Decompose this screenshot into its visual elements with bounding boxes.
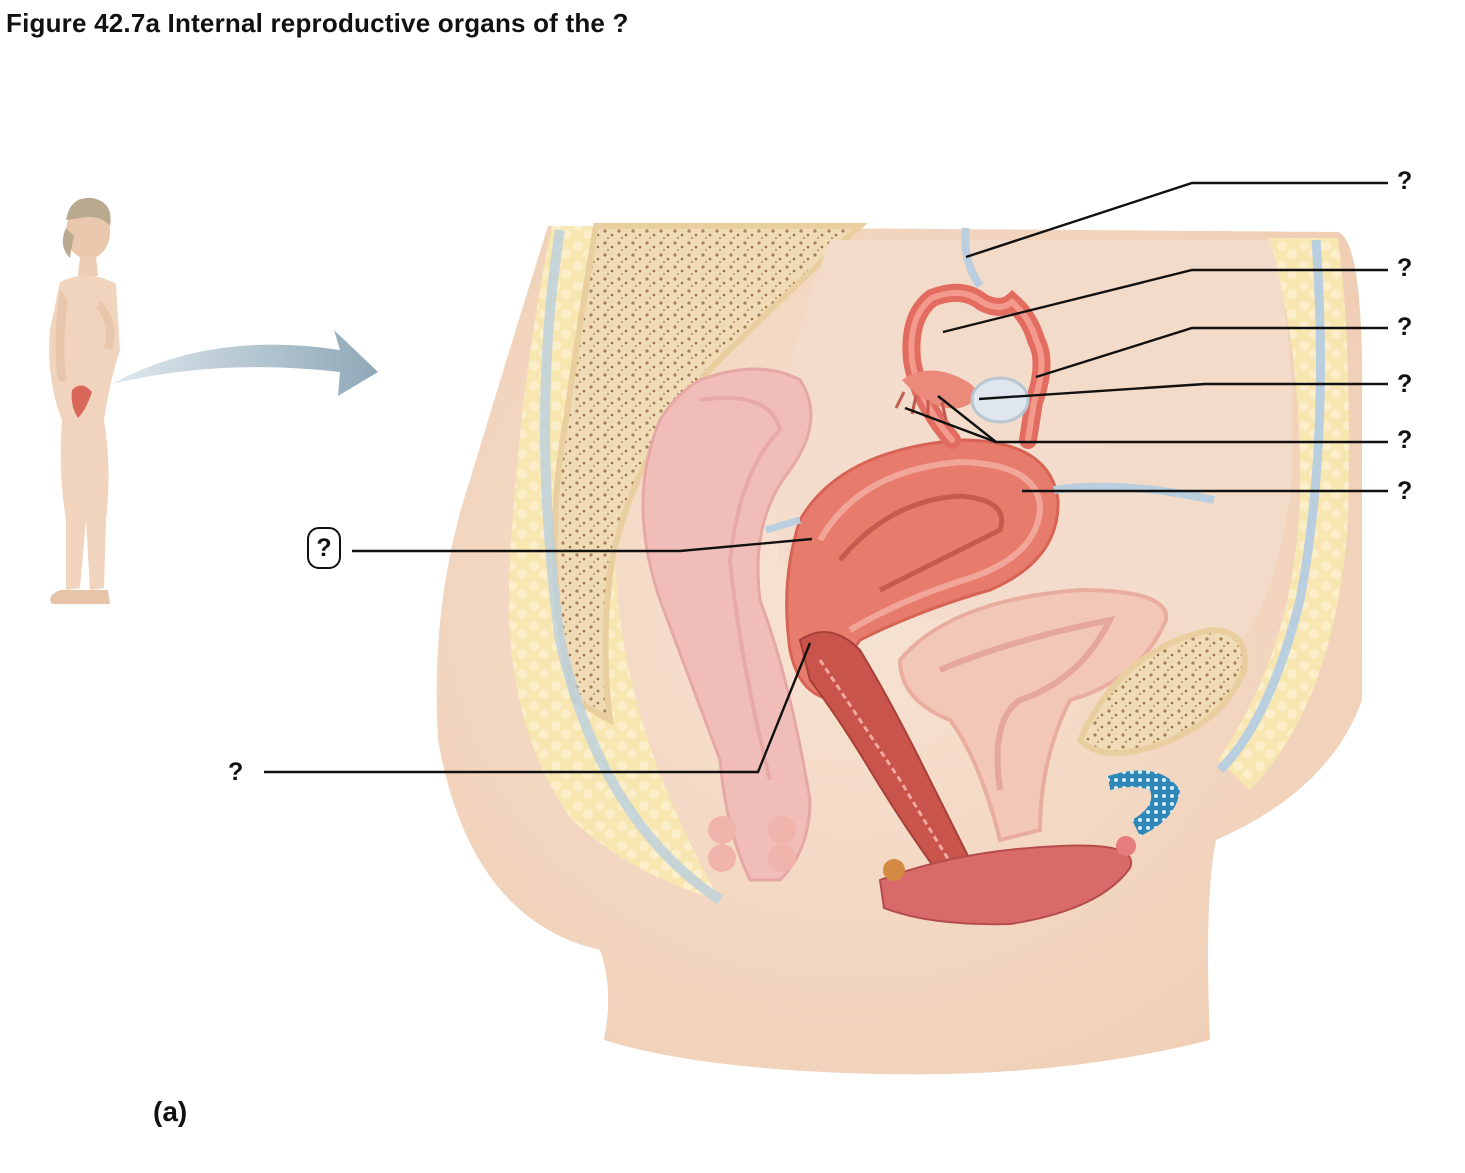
sacrum — [551, 223, 868, 726]
leader-line-right-5b — [937, 395, 997, 443]
pubic-bone — [1076, 626, 1248, 757]
figure-title: Figure 42.7a Internal reproductive organ… — [6, 8, 629, 38]
rectum — [641, 367, 813, 882]
round-ligament — [1053, 482, 1215, 504]
leader-line-right-1 — [965, 181, 1388, 259]
pointer-arrow — [112, 330, 378, 396]
label-left-circled[interactable]: ? — [307, 527, 341, 569]
leader-line-right-2 — [942, 268, 1388, 334]
leader-line-left-lower — [264, 642, 812, 774]
label-right-2[interactable]: ? — [1397, 254, 1413, 282]
leader-line-right-3 — [1035, 326, 1388, 379]
vagina — [798, 631, 972, 872]
label-right-1[interactable]: ? — [1397, 167, 1413, 195]
leader-lines — [264, 181, 1388, 774]
standing-figure — [49, 197, 121, 604]
panel-label: (a) — [153, 1096, 188, 1127]
label-right-3[interactable]: ? — [1397, 313, 1413, 341]
label-left-lower[interactable]: ? — [228, 758, 244, 786]
ovary — [970, 376, 1030, 424]
leader-line-right-4 — [978, 382, 1388, 401]
ovarian-ligament — [961, 227, 984, 289]
perineal-nodule — [883, 859, 905, 881]
fimbriae — [894, 370, 978, 421]
label-right-4[interactable]: ? — [1397, 370, 1413, 398]
anal-sphincter — [708, 816, 796, 872]
urinary-bladder — [897, 587, 1169, 843]
vulva — [878, 844, 1133, 926]
leader-line-left-circled — [352, 537, 813, 553]
label-right-5[interactable]: ? — [1397, 426, 1413, 454]
pubic-cartilage — [1108, 770, 1180, 836]
label-right-6[interactable]: ? — [1397, 477, 1413, 505]
